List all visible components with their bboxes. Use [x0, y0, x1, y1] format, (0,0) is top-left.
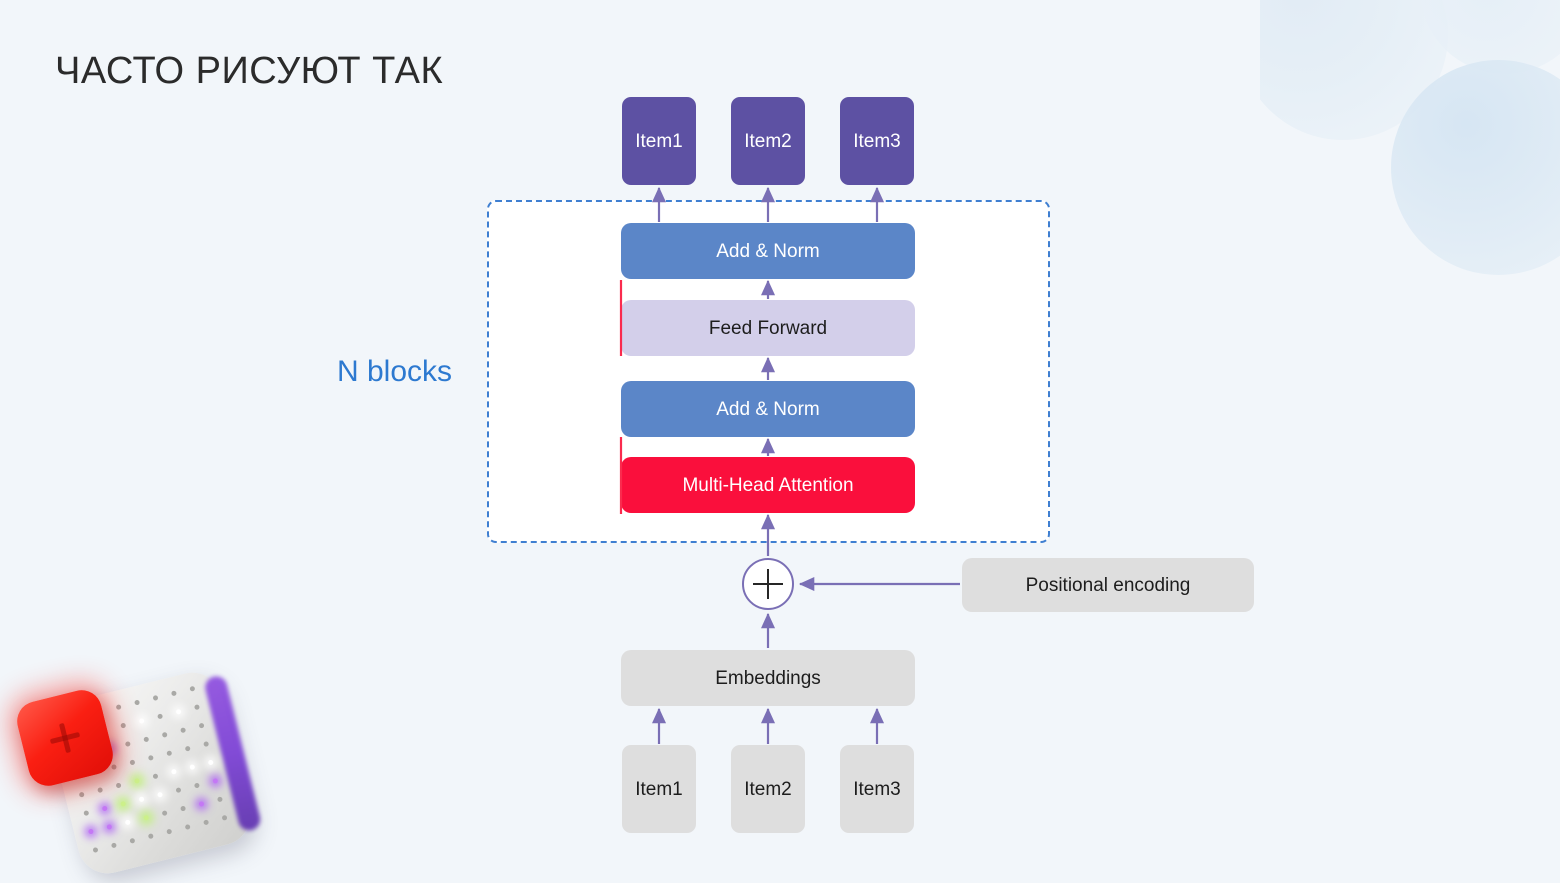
- layer-add-norm-top: Add & Norm: [621, 223, 915, 279]
- device-led-dot: [120, 722, 127, 729]
- device-led-dot: [115, 704, 122, 711]
- device-led-dot: [175, 787, 182, 794]
- device-led-dot: [170, 768, 177, 775]
- device-led-dot: [216, 796, 223, 803]
- device-led-dot: [124, 740, 131, 748]
- output-token-1-label: Item1: [635, 130, 683, 152]
- device-led-dot: [212, 777, 219, 784]
- device-led-dot: [180, 727, 187, 734]
- device-led-dot: [106, 823, 113, 830]
- device-led-dot: [193, 782, 200, 789]
- device-led-dot: [147, 754, 154, 761]
- device-led-dot: [92, 846, 99, 854]
- device-led-dot: [147, 833, 154, 840]
- device-led-dot: [189, 685, 196, 692]
- output-token-1: Item1: [622, 97, 696, 185]
- device-led-dot: [157, 791, 164, 798]
- device-led-dot: [198, 722, 205, 729]
- device-led-dot: [180, 805, 187, 812]
- layer-feed-forward-label: Feed Forward: [708, 317, 828, 339]
- layer-feed-forward: Feed Forward: [621, 300, 915, 356]
- device-led-dot: [166, 750, 173, 757]
- device-led-dot: [97, 787, 104, 794]
- device-led-dot: [198, 800, 205, 807]
- device-led-dot: [175, 708, 182, 715]
- device-led-dot: [78, 791, 85, 798]
- output-token-3-label: Item3: [853, 130, 901, 152]
- layer-multi-head-attention-label: Multi-Head Attention: [682, 474, 854, 496]
- device-led-dot: [193, 704, 201, 711]
- slide-title: ЧАСТО РИСУЮТ ТАК: [55, 50, 444, 92]
- device-led-dot: [110, 764, 118, 771]
- device-led-dot: [161, 731, 168, 738]
- device-led-dot: [101, 805, 108, 812]
- device-led-dot: [203, 819, 210, 826]
- input-token-3-label: Item3: [853, 778, 901, 800]
- output-token-2-label: Item2: [744, 130, 792, 152]
- device-led-dot: [143, 814, 150, 821]
- layer-add-norm-bottom: Add & Norm: [621, 381, 915, 437]
- input-token-3: Item3: [840, 745, 914, 833]
- device-led-dot: [138, 717, 145, 725]
- device-led-dot: [87, 828, 94, 835]
- device-led-dot: [221, 814, 228, 821]
- device-led-dot: [161, 810, 168, 817]
- input-token-2-label: Item2: [744, 778, 792, 800]
- layer-add-norm-bottom-label: Add & Norm: [716, 398, 820, 420]
- device-led-dot: [124, 819, 131, 826]
- device-led-dot: [152, 694, 159, 701]
- device-led-dot: [133, 777, 141, 784]
- input-token-1-label: Item1: [635, 778, 683, 800]
- input-token-2: Item2: [731, 745, 805, 833]
- positional-encoding-label: Positional encoding: [1025, 574, 1191, 596]
- device-led-dot: [134, 699, 141, 706]
- positional-encoding-box: Positional encoding: [962, 558, 1254, 612]
- device-led-dot: [170, 690, 177, 697]
- device-led-dot: [120, 800, 127, 807]
- device-led-dot: [129, 837, 136, 844]
- device-led-dot: [203, 741, 210, 748]
- device-led-dot: [152, 773, 159, 780]
- sum-node: [742, 558, 794, 610]
- device-illustration: [10, 663, 300, 883]
- device-led-dot: [184, 823, 191, 831]
- input-token-1: Item1: [622, 745, 696, 833]
- output-token-3: Item3: [840, 97, 914, 185]
- device-led-dot: [157, 713, 164, 720]
- device-led-dot: [138, 796, 145, 803]
- embeddings-label: Embeddings: [715, 667, 821, 689]
- device-led-dot: [189, 764, 196, 771]
- device-led-dot: [184, 745, 191, 752]
- layer-multi-head-attention: Multi-Head Attention: [621, 457, 915, 513]
- device-led-dot: [143, 736, 150, 743]
- device-led-dot: [166, 828, 173, 835]
- device-led-dot: [129, 759, 136, 766]
- device-led-dot: [207, 759, 214, 766]
- embeddings-box: Embeddings: [621, 650, 915, 706]
- layer-add-norm-top-label: Add & Norm: [716, 240, 820, 262]
- device-led-dot: [83, 810, 90, 817]
- device-led-dot: [115, 782, 122, 789]
- device-led-dot: [110, 842, 117, 849]
- output-token-2: Item2: [731, 97, 805, 185]
- n-blocks-label: N blocks: [337, 355, 453, 388]
